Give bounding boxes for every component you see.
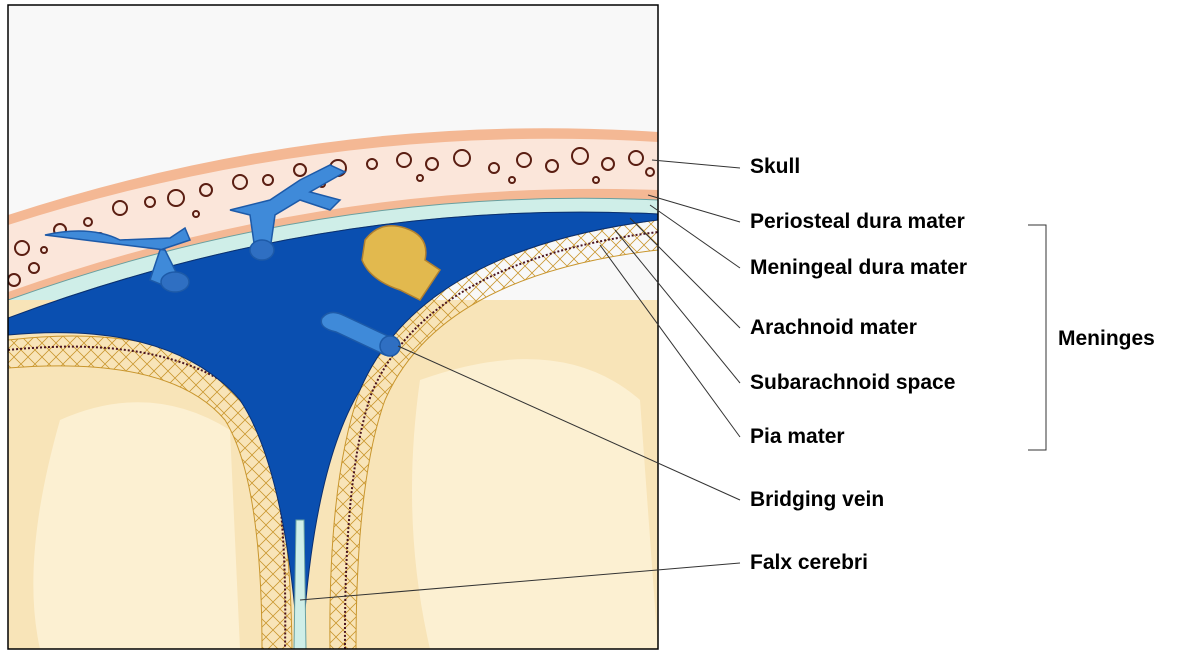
- falx-stripe: [294, 520, 306, 649]
- label-subarachnoid-space: Subarachnoid space: [750, 371, 955, 395]
- label-arachnoid-mater: Arachnoid mater: [750, 316, 917, 340]
- label-meninges: Meninges: [1058, 327, 1155, 351]
- label-falx-cerebri: Falx cerebri: [750, 551, 868, 575]
- meninges-bracket: [1028, 225, 1046, 450]
- label-bridging-vein: Bridging vein: [750, 488, 884, 512]
- label-skull: Skull: [750, 155, 800, 179]
- illustration: [8, 5, 658, 649]
- label-periosteal-dura-mater: Periosteal dura mater: [750, 210, 965, 234]
- label-pia-mater: Pia mater: [750, 425, 845, 449]
- label-meningeal-dura-mater: Meningeal dura mater: [750, 256, 967, 280]
